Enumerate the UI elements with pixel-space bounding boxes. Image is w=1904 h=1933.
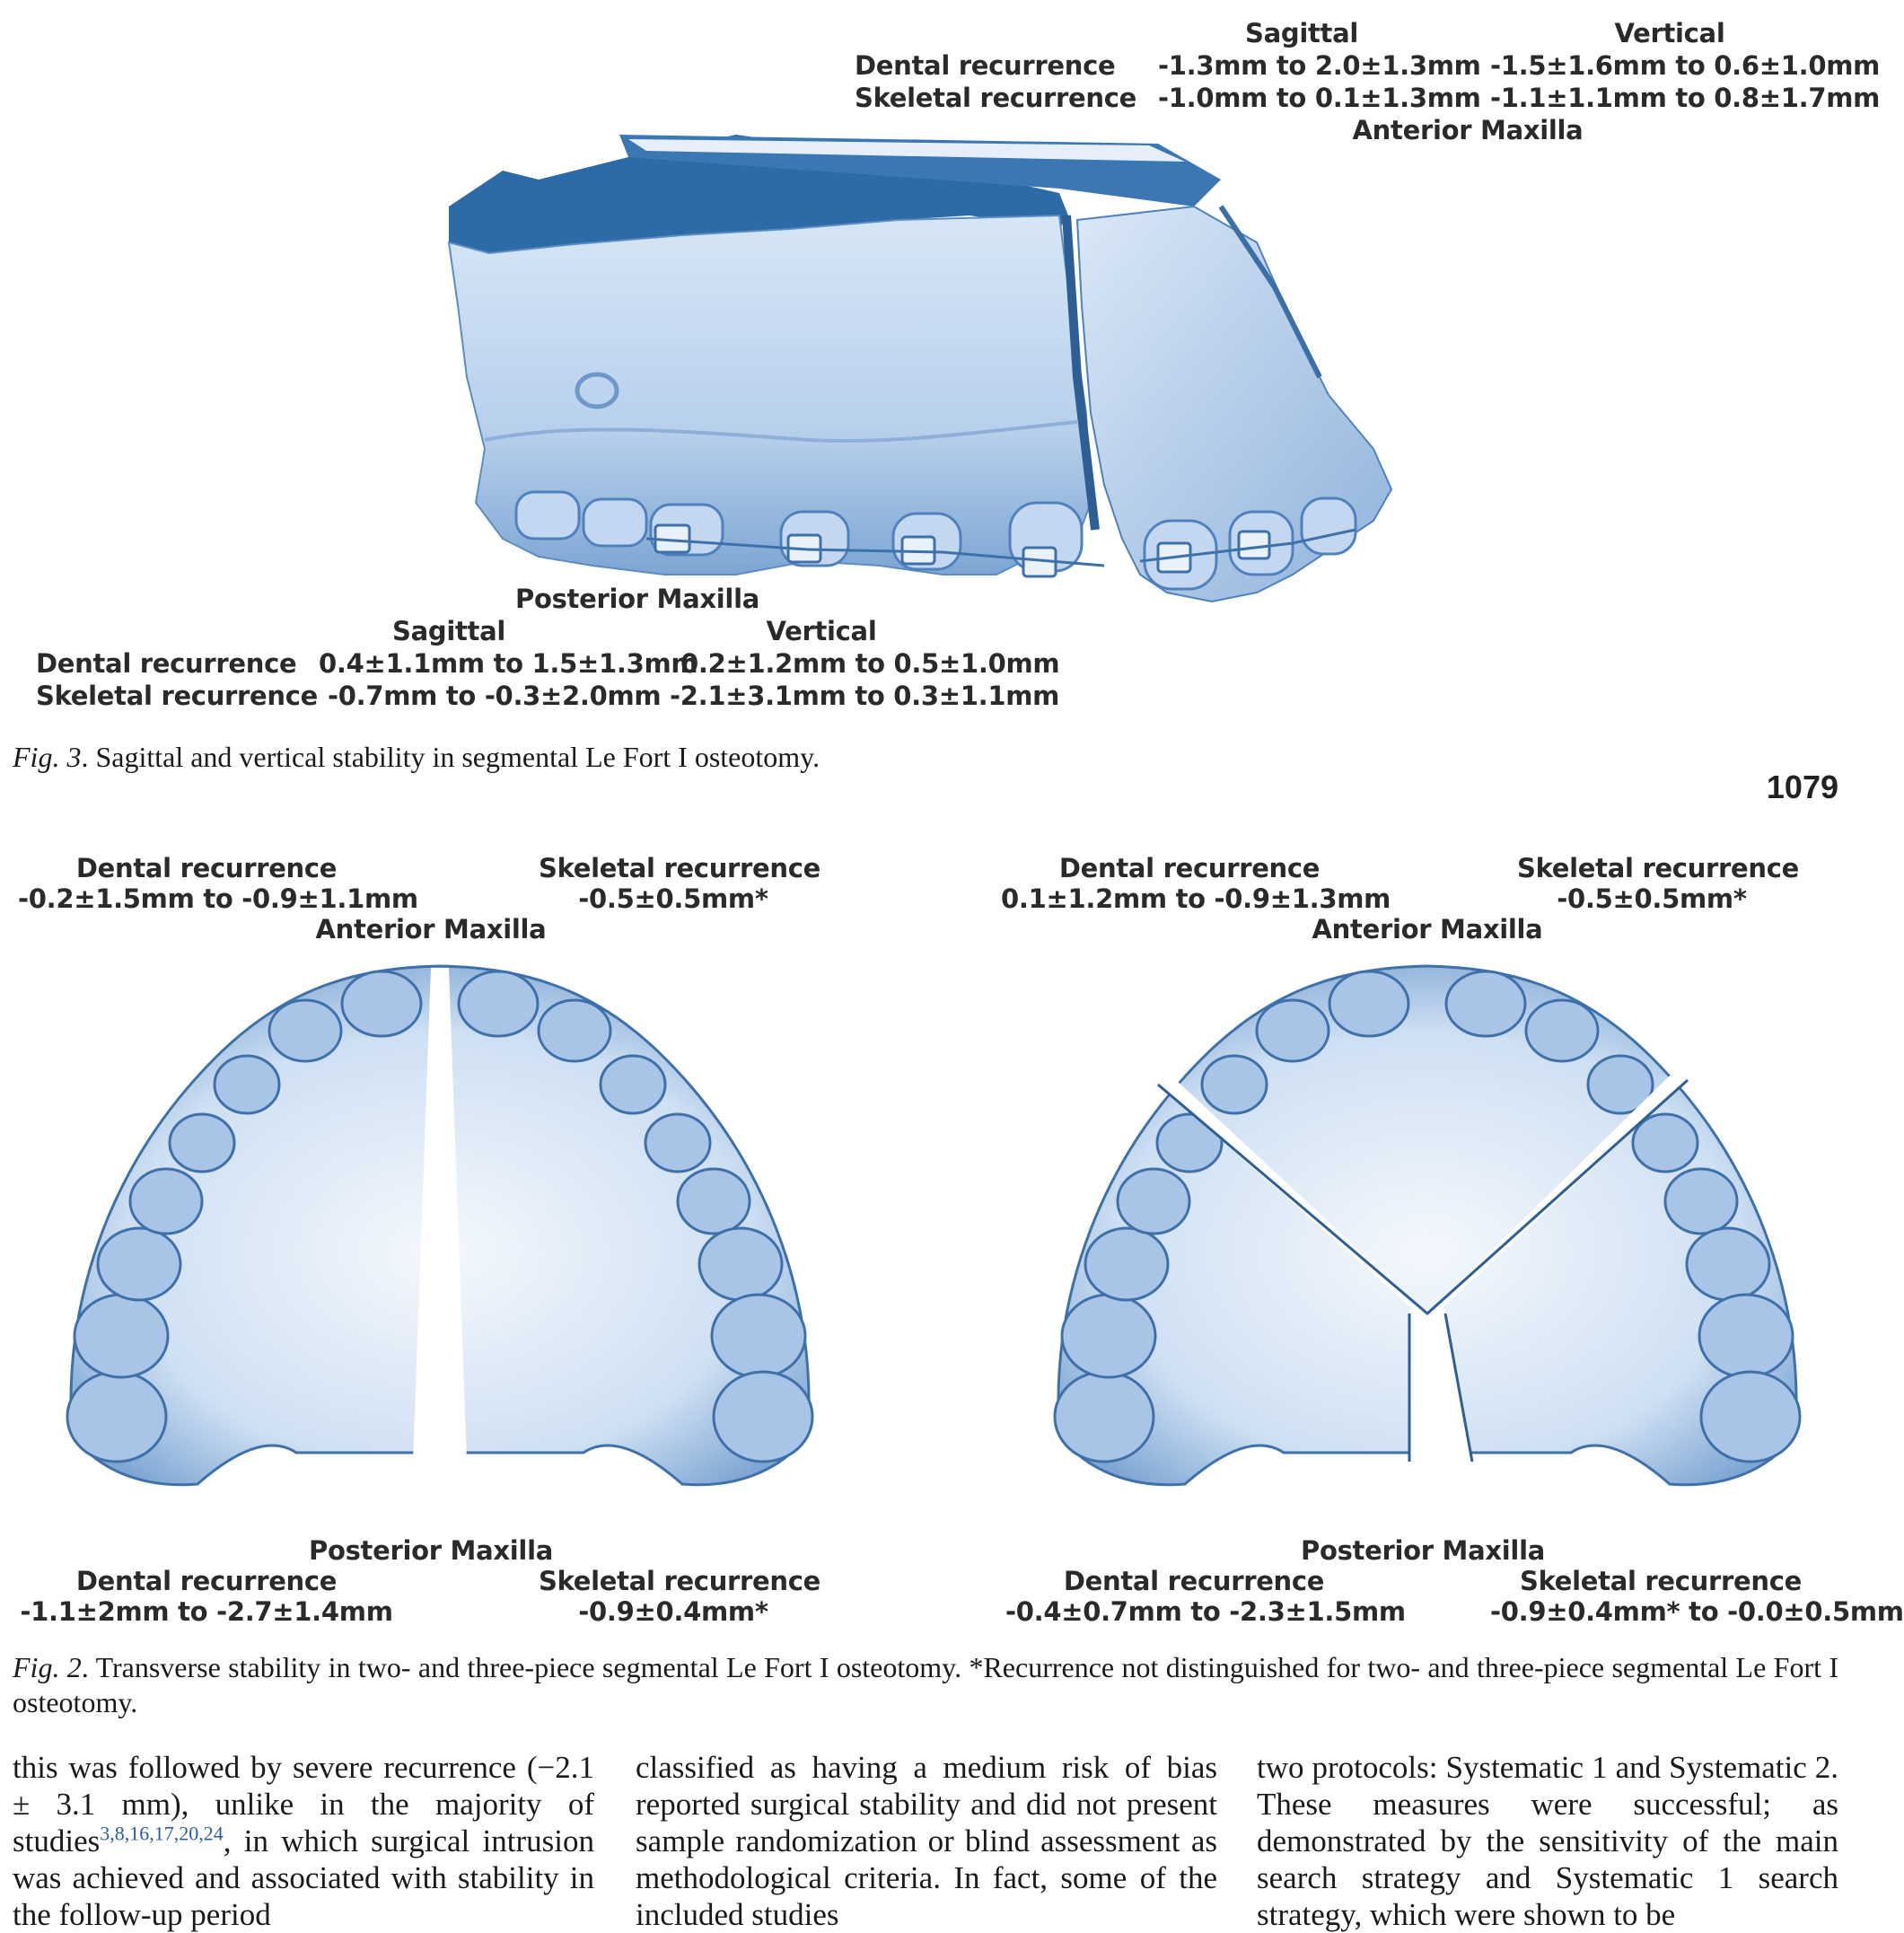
fig3-anterior-col-vertical: Vertical xyxy=(1614,18,1725,48)
fig2-left-top-skeletal-value: -0.5±0.5mm* xyxy=(578,883,768,914)
fig3-posterior-col-sagittal: Sagittal xyxy=(392,616,505,646)
fig3-posterior-row-skeletal: Skeletal recurrence xyxy=(36,681,319,711)
body-column-1: this was followed by severe recurrence (… xyxy=(13,1749,594,1933)
fig3-caption-label: Fig. 3 xyxy=(13,741,82,773)
fig3-posterior-row-dental: Dental recurrence xyxy=(36,648,297,679)
body-column-3: two protocols: Systematic 1 and Systemat… xyxy=(1257,1749,1838,1933)
fig2-right-bottom-dental-label: Dental recurrence xyxy=(1063,1566,1325,1596)
fig3-caption: Fig. 3. Sagittal and vertical stability … xyxy=(13,740,1838,775)
fig2-left-posterior: Posterior Maxilla xyxy=(309,1535,553,1566)
figure-3: Sagittal Vertical Dental recurrence -1.3… xyxy=(0,0,1880,718)
fig2-caption-label: Fig. 2 xyxy=(13,1651,82,1683)
fig2-right-anterior: Anterior Maxilla xyxy=(1312,914,1543,945)
fig2-caption: Fig. 2. Transverse stability in two- and… xyxy=(13,1650,1838,1720)
fig2-left-top-skeletal-label: Skeletal recurrence xyxy=(539,853,821,883)
fig2-right-posterior: Posterior Maxilla xyxy=(1301,1535,1545,1566)
fig2-left-bottom-dental-value: -1.1±2mm to -2.7±1.4mm xyxy=(20,1596,393,1627)
fig3-posterior-skeletal-vertical: -2.1±3.1mm to 0.3±1.1mm xyxy=(670,681,1060,711)
fig3-anterior-dental-vertical: -1.5±1.6mm to 0.6±1.0mm xyxy=(1490,50,1881,81)
col1-text-a: this was followed by severe recurrence (… xyxy=(13,1750,594,1858)
fig2-right-top-skeletal-label: Skeletal recurrence xyxy=(1517,853,1800,883)
fig2-left-bottom-dental-label: Dental recurrence xyxy=(75,1566,338,1596)
two-piece-arch xyxy=(66,964,814,1487)
fig3-anterior-row-dental: Dental recurrence xyxy=(855,50,1116,81)
fig2-left-bottom-skeletal-label: Skeletal recurrence xyxy=(539,1566,821,1596)
col1-text-b: , in which surgical intrusion was achiev… xyxy=(13,1823,594,1932)
fig3-anterior-dental-sagittal: -1.3mm to 2.0±1.3mm xyxy=(1158,50,1481,81)
fig3-anterior-col-sagittal: Sagittal xyxy=(1245,18,1358,48)
fig2-left-top-dental-value: -0.2±1.5mm to -0.9±1.1mm xyxy=(18,883,418,914)
col1-citation[interactable]: 3,8,16,17,20,24 xyxy=(100,1822,224,1845)
fig3-caption-text: . Sagittal and vertical stability in seg… xyxy=(81,741,820,773)
fig3-posterior-col-vertical: Vertical xyxy=(766,616,877,646)
fig2-right-top-skeletal-value: -0.5±0.5mm* xyxy=(1557,883,1747,914)
fig2-right-top-dental-label: Dental recurrence xyxy=(1058,853,1321,883)
fig2-caption-text: . Transverse stability in two- and three… xyxy=(13,1651,1839,1718)
figure-2: Dental recurrence -0.2±1.5mm to -0.9±1.1… xyxy=(0,844,1904,1634)
fig3-anterior-skeletal-sagittal: -1.0mm to 0.1±1.3mm xyxy=(1158,83,1481,113)
fig3-posterior-dental-sagittal: 0.4±1.1mm to 1.5±1.3mm xyxy=(319,648,698,679)
fig2-left-anterior: Anterior Maxilla xyxy=(315,914,547,945)
fig2-left-bottom-skeletal-value: -0.9±0.4mm* xyxy=(578,1596,768,1627)
lateral-maxilla-model xyxy=(447,135,1393,603)
fig3-anterior-row-skeletal: Skeletal recurrence xyxy=(855,83,1137,113)
fig3-posterior-title: Posterior Maxilla xyxy=(515,584,759,614)
fig2-right-bottom-dental-value: -0.4±0.7mm to -2.3±1.5mm xyxy=(1005,1596,1406,1627)
fig3-posterior-dental-vertical: 0.2±1.2mm to 0.5±1.0mm xyxy=(680,648,1060,679)
fig2-right-top-dental-value: 0.1±1.2mm to -0.9±1.3mm xyxy=(1001,883,1391,914)
body-column-2: classified as having a medium risk of bi… xyxy=(636,1749,1217,1933)
fig2-right-bottom-skeletal-value: -0.9±0.4mm* to -0.0±0.5mm xyxy=(1490,1596,1904,1627)
fig3-anterior-title: Anterior Maxilla xyxy=(1352,115,1584,145)
fig2-left-top-dental-label: Dental recurrence xyxy=(75,853,338,883)
fig3-anterior-skeletal-vertical: -1.1±1.1mm to 0.8±1.7mm xyxy=(1490,83,1881,113)
col2-text: classified as having a medium risk of bi… xyxy=(636,1750,1217,1932)
fig3-posterior-skeletal-sagittal: -0.7mm to -0.3±2.0mm xyxy=(328,681,662,711)
three-piece-arch xyxy=(1053,964,1802,1487)
fig2-right-bottom-skeletal-label: Skeletal recurrence xyxy=(1519,1566,1803,1596)
col3-text: two protocols: Systematic 1 and Systemat… xyxy=(1257,1750,1838,1932)
page-number: 1079 xyxy=(1766,769,1838,805)
